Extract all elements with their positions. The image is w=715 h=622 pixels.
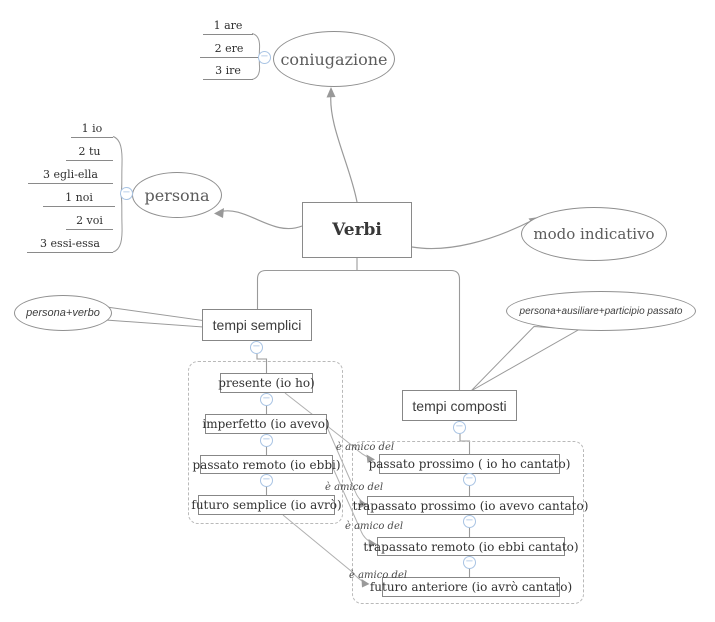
edge-verbi-coniugazione xyxy=(330,92,358,203)
list-item-noi[interactable]: 1 noi xyxy=(43,192,115,207)
list-item-are[interactable]: 1 are xyxy=(203,20,253,35)
collapse-icon[interactable]: − xyxy=(463,556,476,569)
arrowhead-relation-1 xyxy=(366,454,375,463)
edge-bracket xyxy=(256,269,461,390)
list-item-egli-ella[interactable]: 3 egli-ella xyxy=(28,169,113,184)
note-persona-verbo[interactable]: persona+verbo xyxy=(14,295,112,331)
arrowhead-relation-2 xyxy=(359,499,368,508)
node-futuro-anteriore[interactable]: futuro anteriore (io avrò cantato) xyxy=(370,577,572,597)
node-coniugazione[interactable]: coniugazione xyxy=(273,31,395,87)
node-verbi[interactable]: Verbi xyxy=(302,202,412,258)
bubble-tail-left xyxy=(98,305,204,328)
arrowhead-coniugazione xyxy=(326,87,336,98)
edge-label-amico-1: è amico del xyxy=(336,442,395,453)
edge-semplici-presente xyxy=(256,354,268,373)
note-persona-ausiliare[interactable]: persona+ausiliare+participio passato xyxy=(506,291,696,331)
list-item-essi-essa[interactable]: 3 essi-essa xyxy=(27,238,113,253)
list-item-ere[interactable]: 2 ere xyxy=(200,43,258,58)
collapse-icon[interactable]: − xyxy=(120,187,133,200)
node-tempi-composti[interactable]: tempi composti xyxy=(402,390,517,421)
edge-label-amico-2: è amico del xyxy=(325,482,384,493)
edge-label-amico-4: è amico del xyxy=(349,570,408,581)
node-passato-prossimo[interactable]: passato prossimo ( io ho cantato) xyxy=(369,454,570,474)
edge-verbi-persona xyxy=(218,210,303,230)
collapse-icon[interactable]: − xyxy=(260,474,273,487)
collapse-icon[interactable]: − xyxy=(453,421,466,434)
compound-tenses-group-outline xyxy=(352,441,584,604)
arrowhead-persona xyxy=(214,208,224,218)
collapse-icon[interactable]: − xyxy=(260,434,273,447)
node-persona[interactable]: persona xyxy=(132,172,222,218)
node-trapassato-remoto[interactable]: trapassato remoto (io ebbi cantato) xyxy=(363,537,579,556)
edge-label-amico-3: è amico del xyxy=(345,521,404,532)
collapse-icon[interactable]: − xyxy=(463,515,476,528)
collapse-icon[interactable]: − xyxy=(463,473,476,486)
simple-tenses-group-outline xyxy=(188,361,343,524)
node-futuro-semplice[interactable]: futuro semplice (io avrò) xyxy=(191,495,342,515)
edge-verbi-modo xyxy=(411,219,534,250)
node-modo-indicativo[interactable]: modo indicativo xyxy=(521,207,667,261)
list-item-tu[interactable]: 2 tu xyxy=(66,146,113,161)
list-item-voi[interactable]: 2 voi xyxy=(66,215,113,230)
node-presente[interactable]: presente (io ho) xyxy=(218,373,315,393)
arrowhead-relation-4 xyxy=(361,579,370,588)
node-trapassato-prossimo[interactable]: trapassato prossimo (io avevo cantato) xyxy=(353,496,588,515)
arrowhead-relation-3 xyxy=(368,539,377,548)
list-item-ire[interactable]: 3 ire xyxy=(203,65,253,80)
collapse-icon[interactable]: − xyxy=(250,341,263,354)
collapse-icon[interactable]: − xyxy=(258,51,271,64)
list-item-io[interactable]: 1 io xyxy=(71,123,113,138)
collapse-icon[interactable]: − xyxy=(260,393,273,406)
node-passato-remoto[interactable]: passato remoto (io ebbi) xyxy=(193,455,341,474)
node-tempi-semplici[interactable]: tempi semplici xyxy=(202,309,312,341)
node-imperfetto[interactable]: imperfetto (io avevo) xyxy=(202,414,330,434)
bubble-tail-right xyxy=(470,325,581,392)
